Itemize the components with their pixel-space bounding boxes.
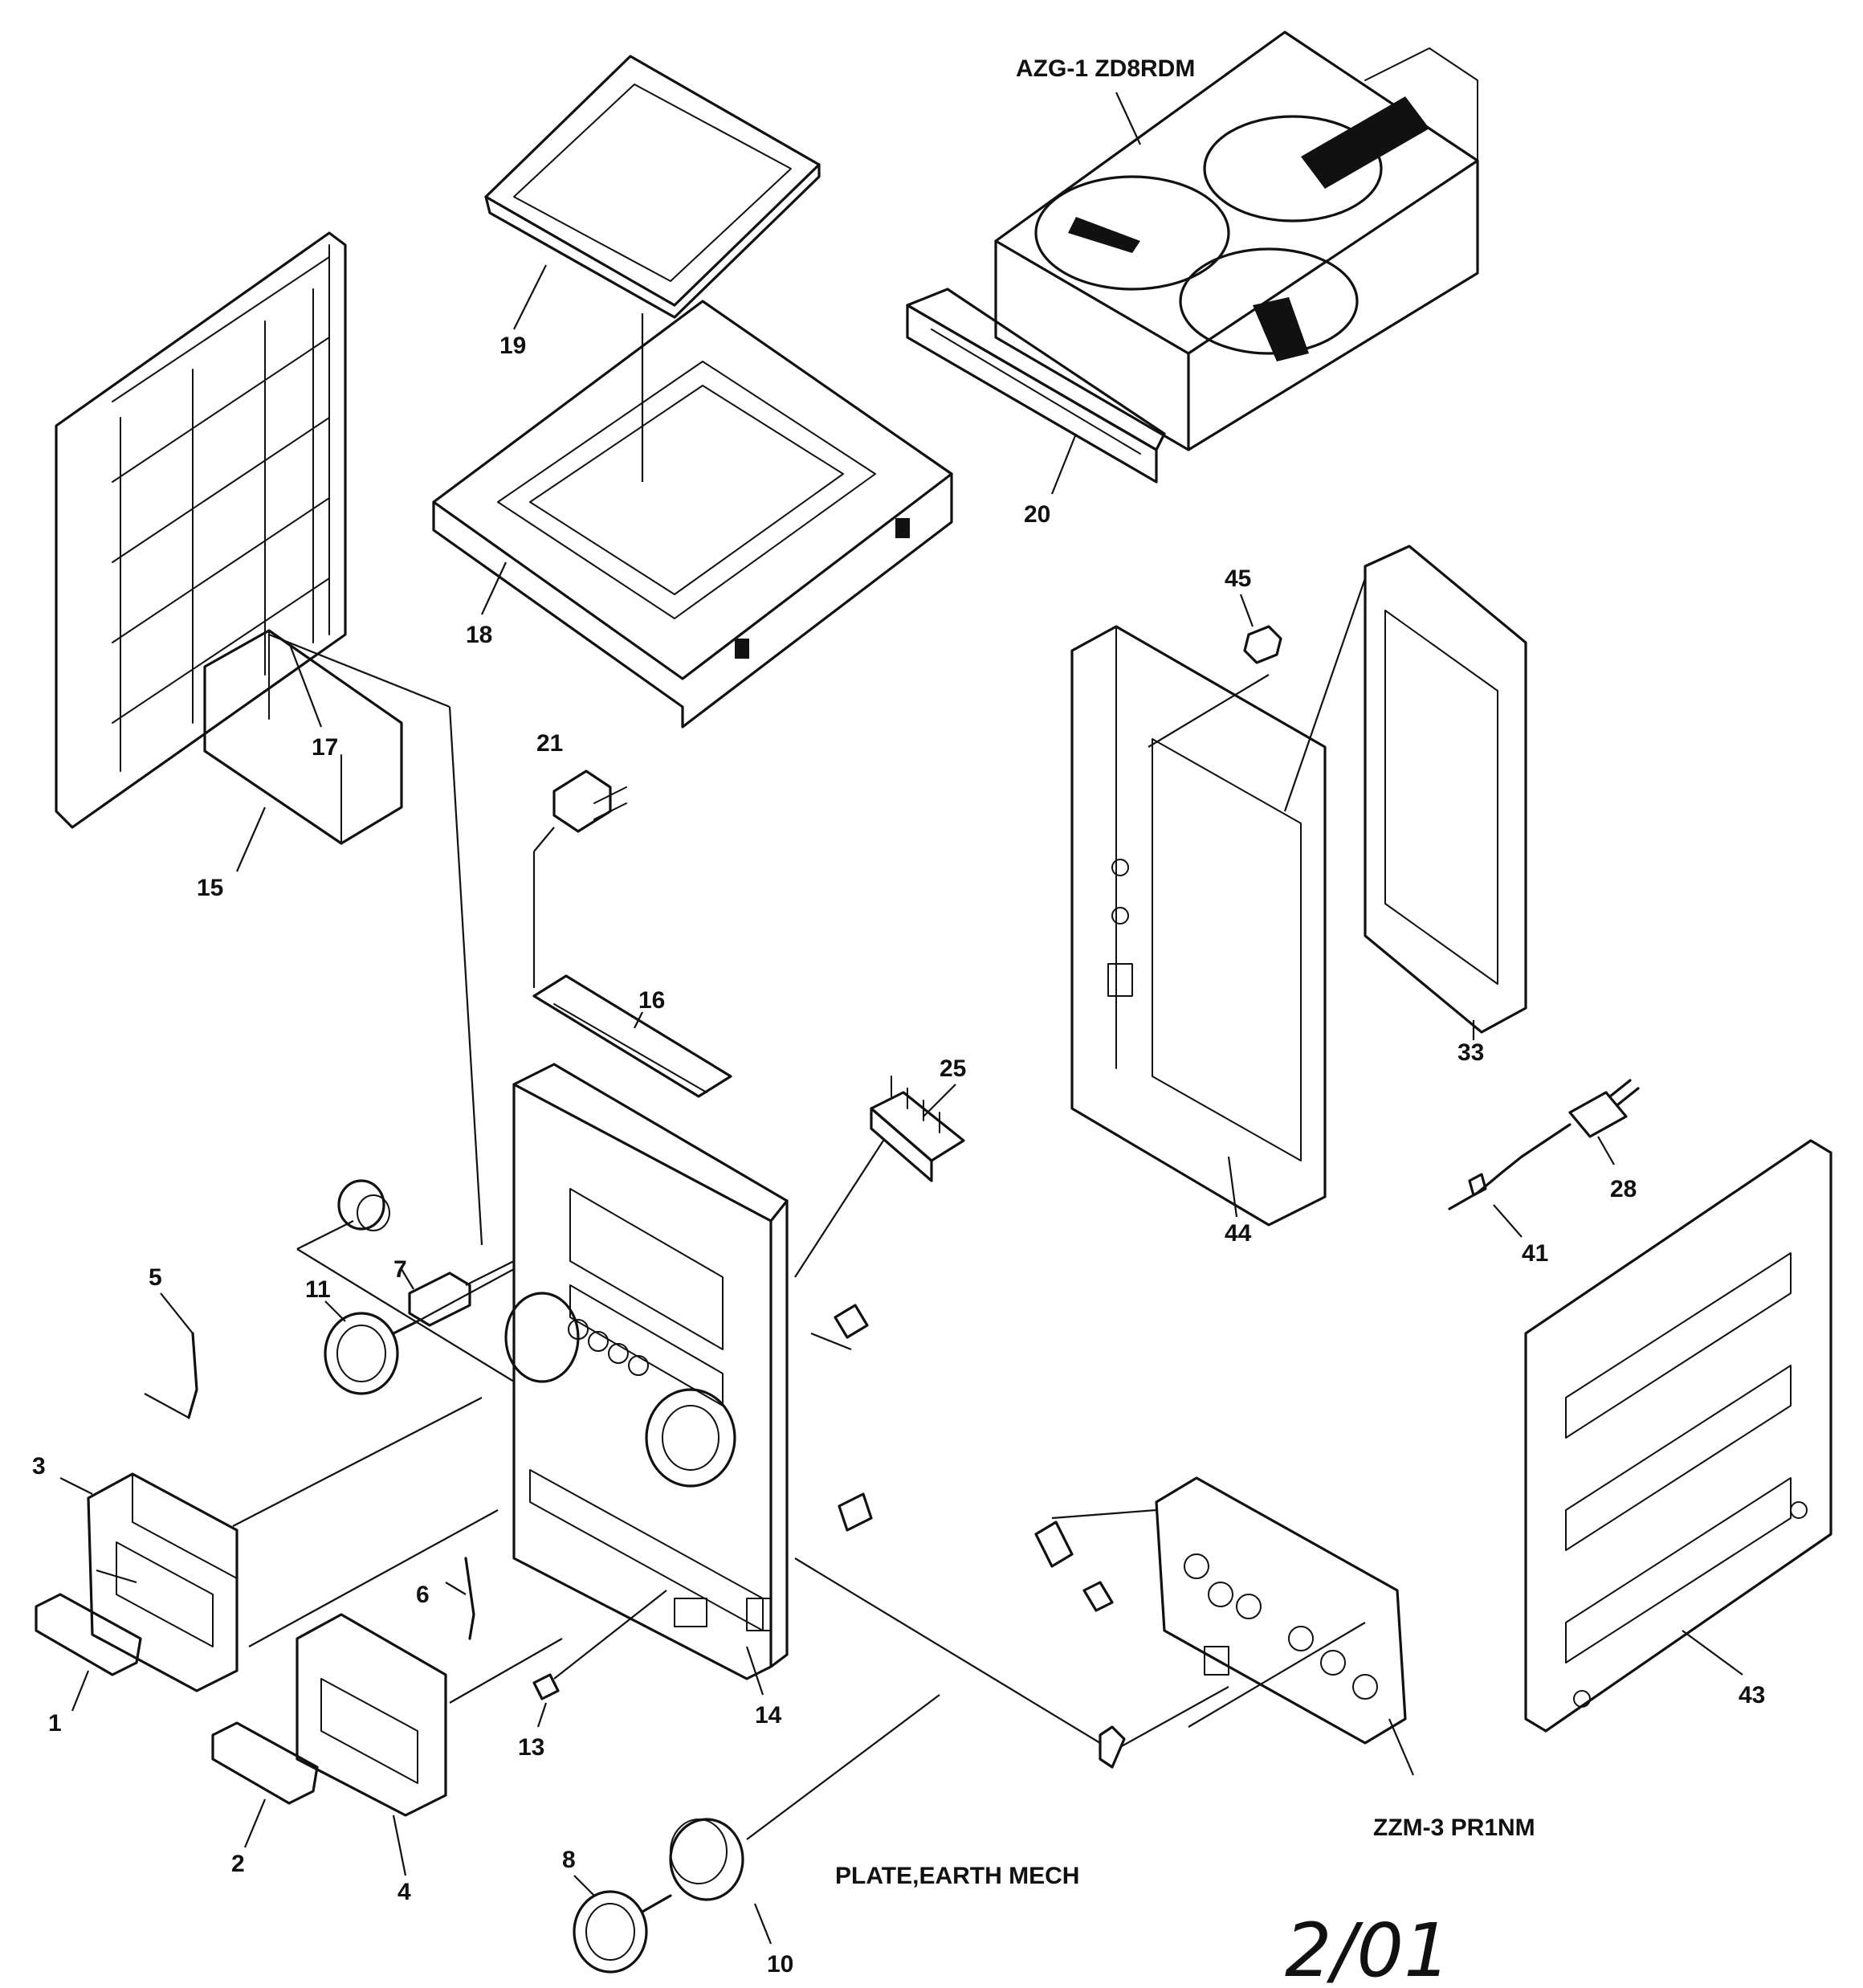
callout-2: 2 <box>231 1851 245 1877</box>
part-4-cassette-holder-right <box>296 1613 447 1817</box>
callout-8: 8 <box>562 1847 576 1873</box>
part-20-tray-front <box>906 288 1166 484</box>
callout-18: 18 <box>466 622 492 648</box>
callout-14: 14 <box>755 1702 782 1729</box>
part-43-rear-cover <box>1524 1139 1832 1733</box>
part-foot-block <box>838 1492 873 1532</box>
part-11-volume-knob <box>324 1312 419 1395</box>
board-assembly <box>1155 1476 1407 1745</box>
part-knob-small <box>337 1179 390 1231</box>
page-number: 2/01 <box>1285 1908 1451 1988</box>
part-6-spring <box>464 1557 475 1640</box>
part-13-clip <box>532 1673 560 1700</box>
changer-mechanism <box>994 31 1479 451</box>
callout-4: 4 <box>397 1879 411 1905</box>
part-1-cassette-button-left <box>35 1593 142 1676</box>
part-16-top-trim <box>532 974 732 1098</box>
callout-28: 28 <box>1610 1176 1637 1202</box>
part-25-connector <box>870 1076 965 1182</box>
part-19-top-lid <box>484 55 821 319</box>
part-17-side-panel <box>55 231 347 829</box>
label-earth-plate: PLATE,EARTH MECH <box>835 1863 1079 1889</box>
callout-20: 20 <box>1024 501 1050 528</box>
callout-3: 3 <box>32 1453 46 1480</box>
callout-6: 6 <box>416 1582 430 1608</box>
callout-15: 15 <box>197 875 223 901</box>
part-21-bracket <box>552 769 627 833</box>
callout-7: 7 <box>393 1256 407 1283</box>
part-14-front-panel <box>504 1063 789 1680</box>
callout-45: 45 <box>1225 565 1251 592</box>
callout-17: 17 <box>312 734 338 761</box>
callout-19: 19 <box>499 333 526 359</box>
part-8-knob <box>573 1890 672 1974</box>
label-board-assembly: ZZM-3 PR1NM <box>1373 1815 1535 1841</box>
part-5-lever <box>187 1332 198 1419</box>
callout-10: 10 <box>767 1951 793 1978</box>
callout-1: 1 <box>48 1710 62 1737</box>
part-18-top-cabinet <box>432 300 953 729</box>
callout-44: 44 <box>1225 1220 1252 1247</box>
callout-41: 41 <box>1522 1240 1548 1267</box>
part-44-chassis-frame <box>1070 625 1327 1227</box>
part-10-knob-base <box>669 1818 744 1901</box>
callout-21: 21 <box>536 730 563 757</box>
part-earth-plate <box>1099 1725 1126 1769</box>
part-15-display-window <box>203 629 403 845</box>
part-3-cassette-holder-left <box>87 1472 238 1692</box>
part-28-power-plug <box>1520 1079 1640 1158</box>
part-41-cord-bushing <box>1448 1155 1523 1210</box>
callout-25: 25 <box>940 1055 966 1082</box>
part-2-cassette-button-right <box>211 1721 319 1805</box>
callout-5: 5 <box>149 1264 162 1291</box>
part-33-rear-frame <box>1364 545 1527 1034</box>
part-clip-right <box>834 1304 869 1339</box>
callout-43: 43 <box>1739 1682 1765 1708</box>
part-7-small-button <box>408 1272 471 1327</box>
part-bracket-lower <box>1034 1521 1114 1612</box>
label-changer-mechanism: AZG-1 ZD8RDM <box>1016 55 1195 82</box>
callout-33: 33 <box>1457 1039 1484 1066</box>
callout-16: 16 <box>638 987 665 1014</box>
callout-11: 11 <box>305 1276 331 1303</box>
callout-13: 13 <box>518 1734 544 1761</box>
part-45-screw <box>1243 625 1282 664</box>
